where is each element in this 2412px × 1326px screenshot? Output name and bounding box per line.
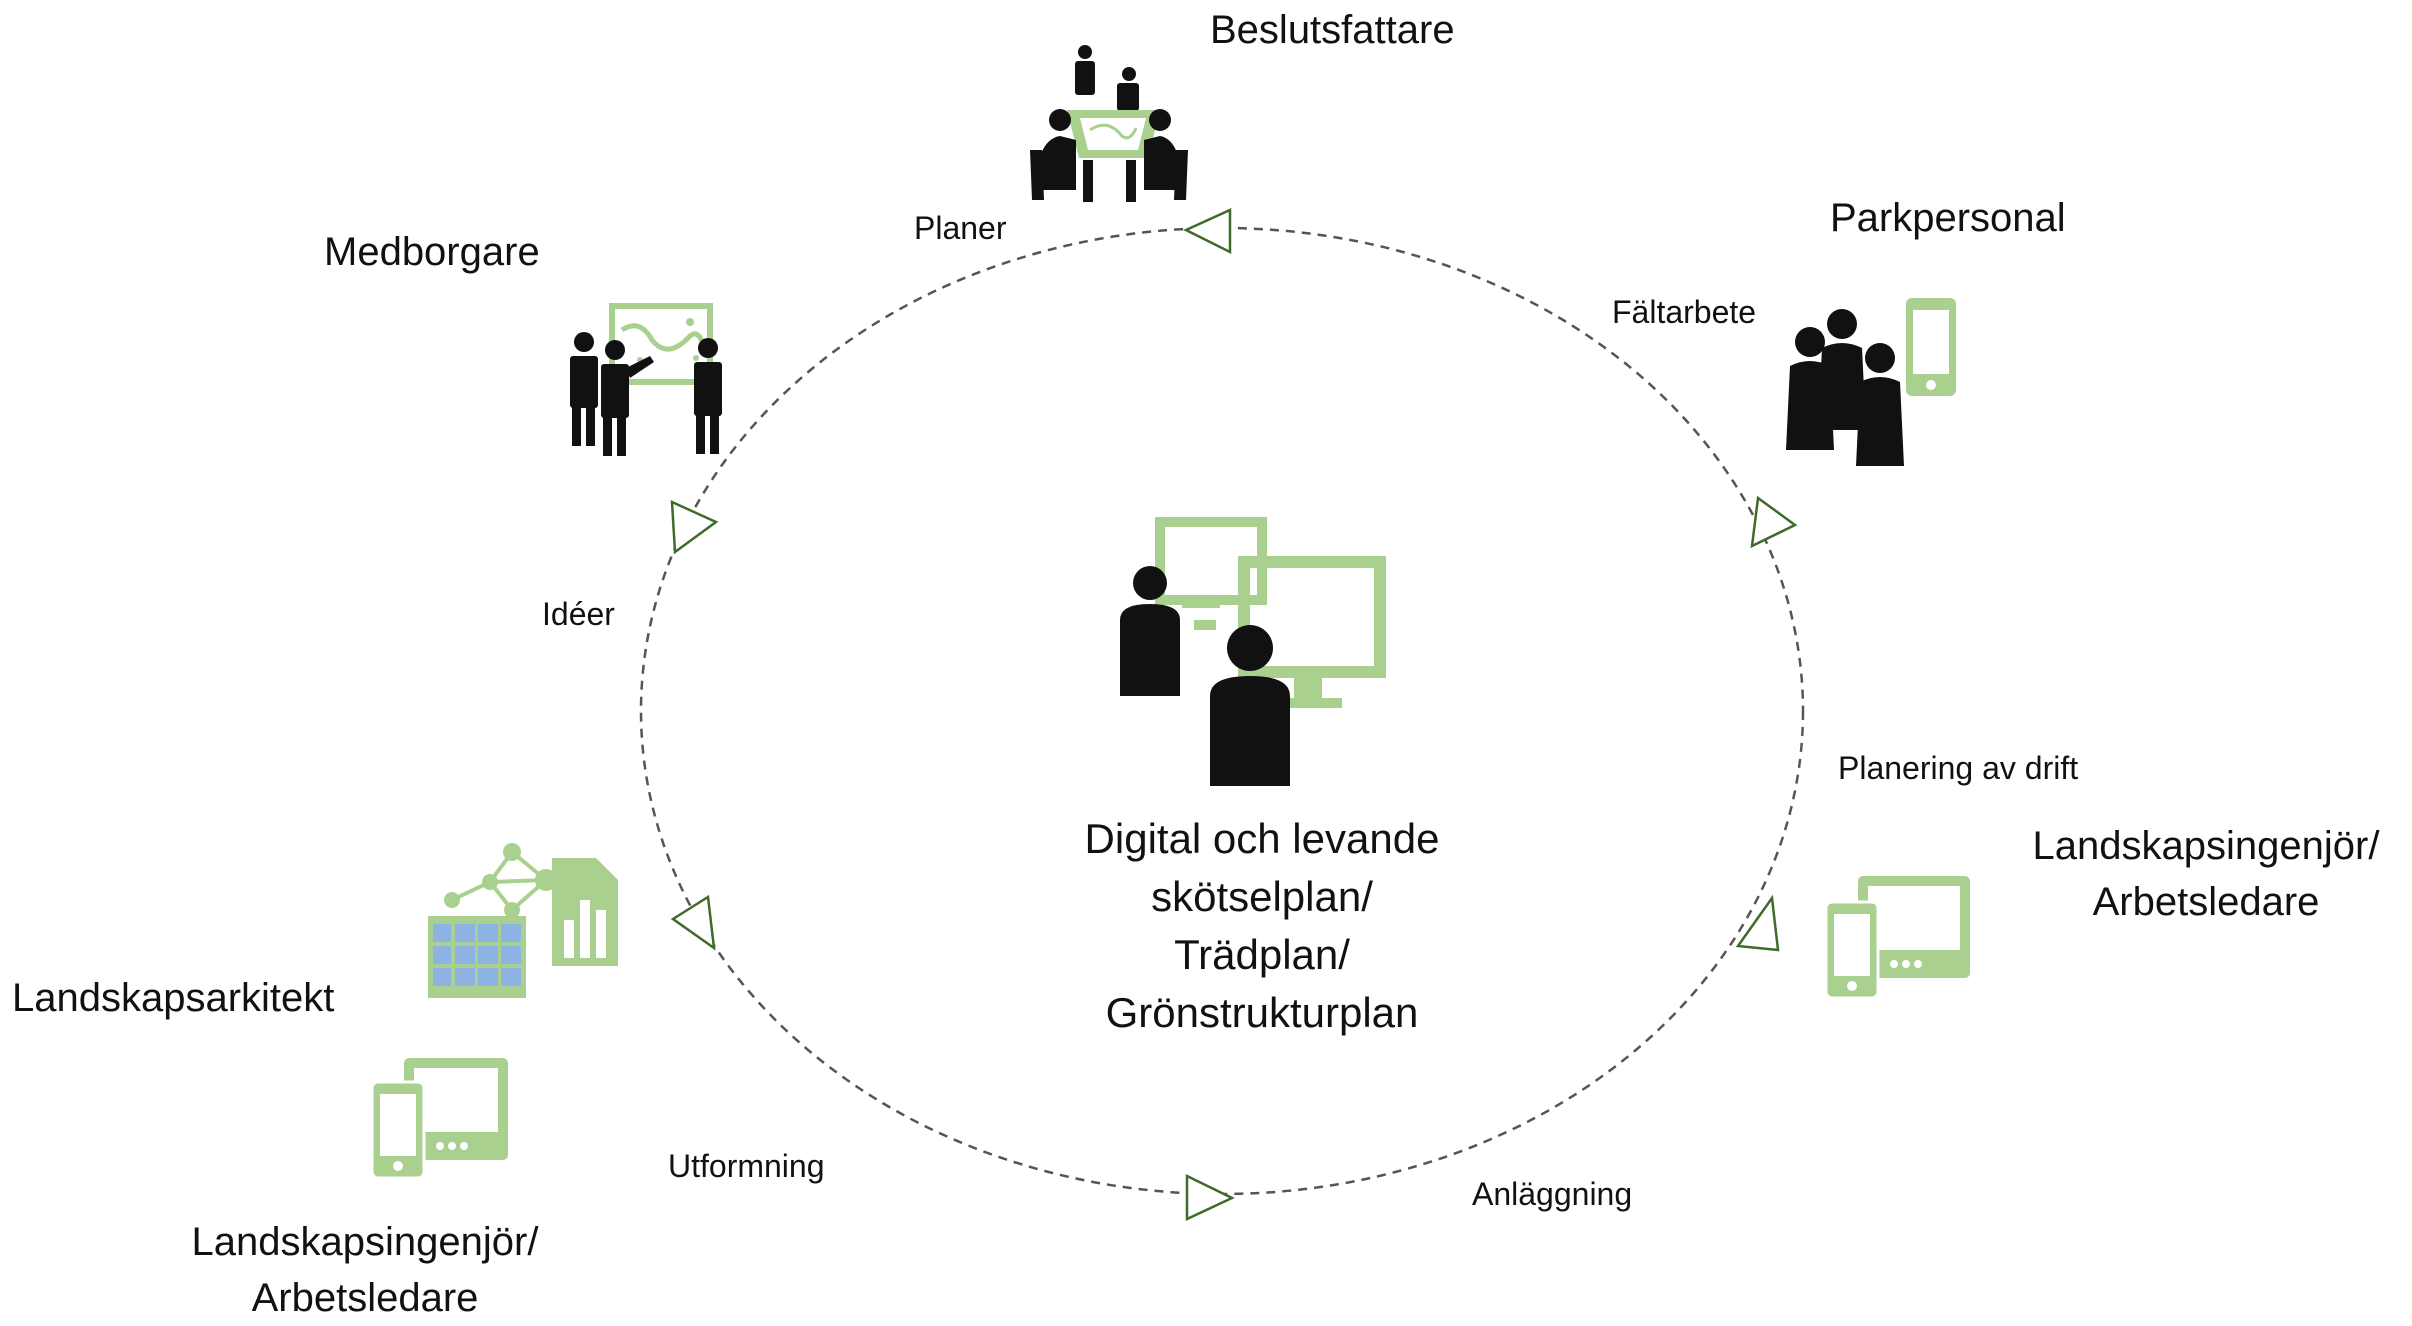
phase-label-utformning: Utformning (668, 1148, 825, 1184)
role-label-beslutsfattare: Beslutsfattare (1210, 8, 1455, 52)
phase-label-planering-av-drift: Planering av drift (1838, 750, 2079, 786)
role-label-line: Landskapsingenjör/ (191, 1220, 539, 1264)
people-at-map-board-icon (570, 303, 722, 456)
arrow-lower-left (670, 894, 716, 951)
people-at-computers-icon (1120, 517, 1386, 786)
role-label-line: Landskapsingenjör/ (2032, 824, 2380, 868)
role-label-landskapsingenjor-left: Landskapsingenjör/ Arbetsledare (170, 1214, 560, 1326)
data-network-table-chart-icon (428, 843, 618, 998)
role-label-landskapsingenjor-right: Landskapsingenjör/ Arbetsledare (2016, 818, 2396, 930)
phase-label-ideer: Idéer (542, 596, 615, 632)
center-title-line: Digital och levande (1084, 815, 1440, 862)
role-label-parkpersonal: Parkpersonal (1830, 196, 2066, 240)
phase-label-faltarbete: Fältarbete (1612, 294, 1757, 330)
center-title-line: Trädplan/ (1174, 931, 1350, 978)
arrow-upper-right (1750, 495, 1798, 549)
center-title-line: Grönstrukturplan (1105, 989, 1419, 1036)
staff-with-phone-icon (1786, 298, 1956, 466)
role-label-landskapsarkitekt: Landskapsarkitekt (12, 976, 335, 1020)
meeting-around-table-icon (1030, 45, 1188, 202)
phase-label-planer: Planer (914, 210, 1007, 246)
center-title: Digital och levande skötselplan/ Trädpla… (1022, 810, 1502, 1042)
role-label-line: Arbetsledare (251, 1276, 479, 1320)
role-label-line: Arbetsledare (2092, 880, 2320, 924)
arrow-bottom (1185, 1173, 1235, 1221)
arrow-top (1183, 208, 1232, 255)
role-label-medborgare: Medborgare (324, 230, 540, 274)
center-title-line: skötselplan/ (1151, 873, 1373, 920)
phone-and-tablet-icon (1824, 876, 1970, 1000)
phase-label-anlaggning: Anläggning (1472, 1176, 1633, 1212)
cycle-arrows (670, 208, 1798, 1221)
arrow-lower-right (1735, 894, 1780, 952)
phone-and-tablet-icon (370, 1058, 508, 1180)
arrow-upper-left (670, 500, 719, 555)
